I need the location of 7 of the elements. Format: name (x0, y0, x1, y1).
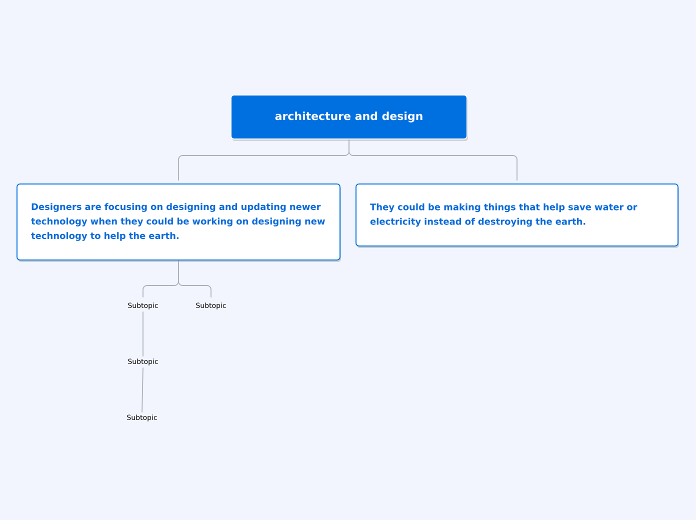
central-topic-box: architecture and design (230, 94, 468, 141)
connector-line (178, 260, 212, 298)
connector-line (142, 311, 144, 357)
connector-line (348, 139, 518, 181)
topic-box: They could be making things that help save water or electricity instead of destroying the earth. (356, 184, 679, 248)
topic-box: Designers are focusing on designing and updating newer technology when they could be working on designing new technology to help the earth. (16, 184, 341, 262)
connector-line (142, 367, 144, 413)
